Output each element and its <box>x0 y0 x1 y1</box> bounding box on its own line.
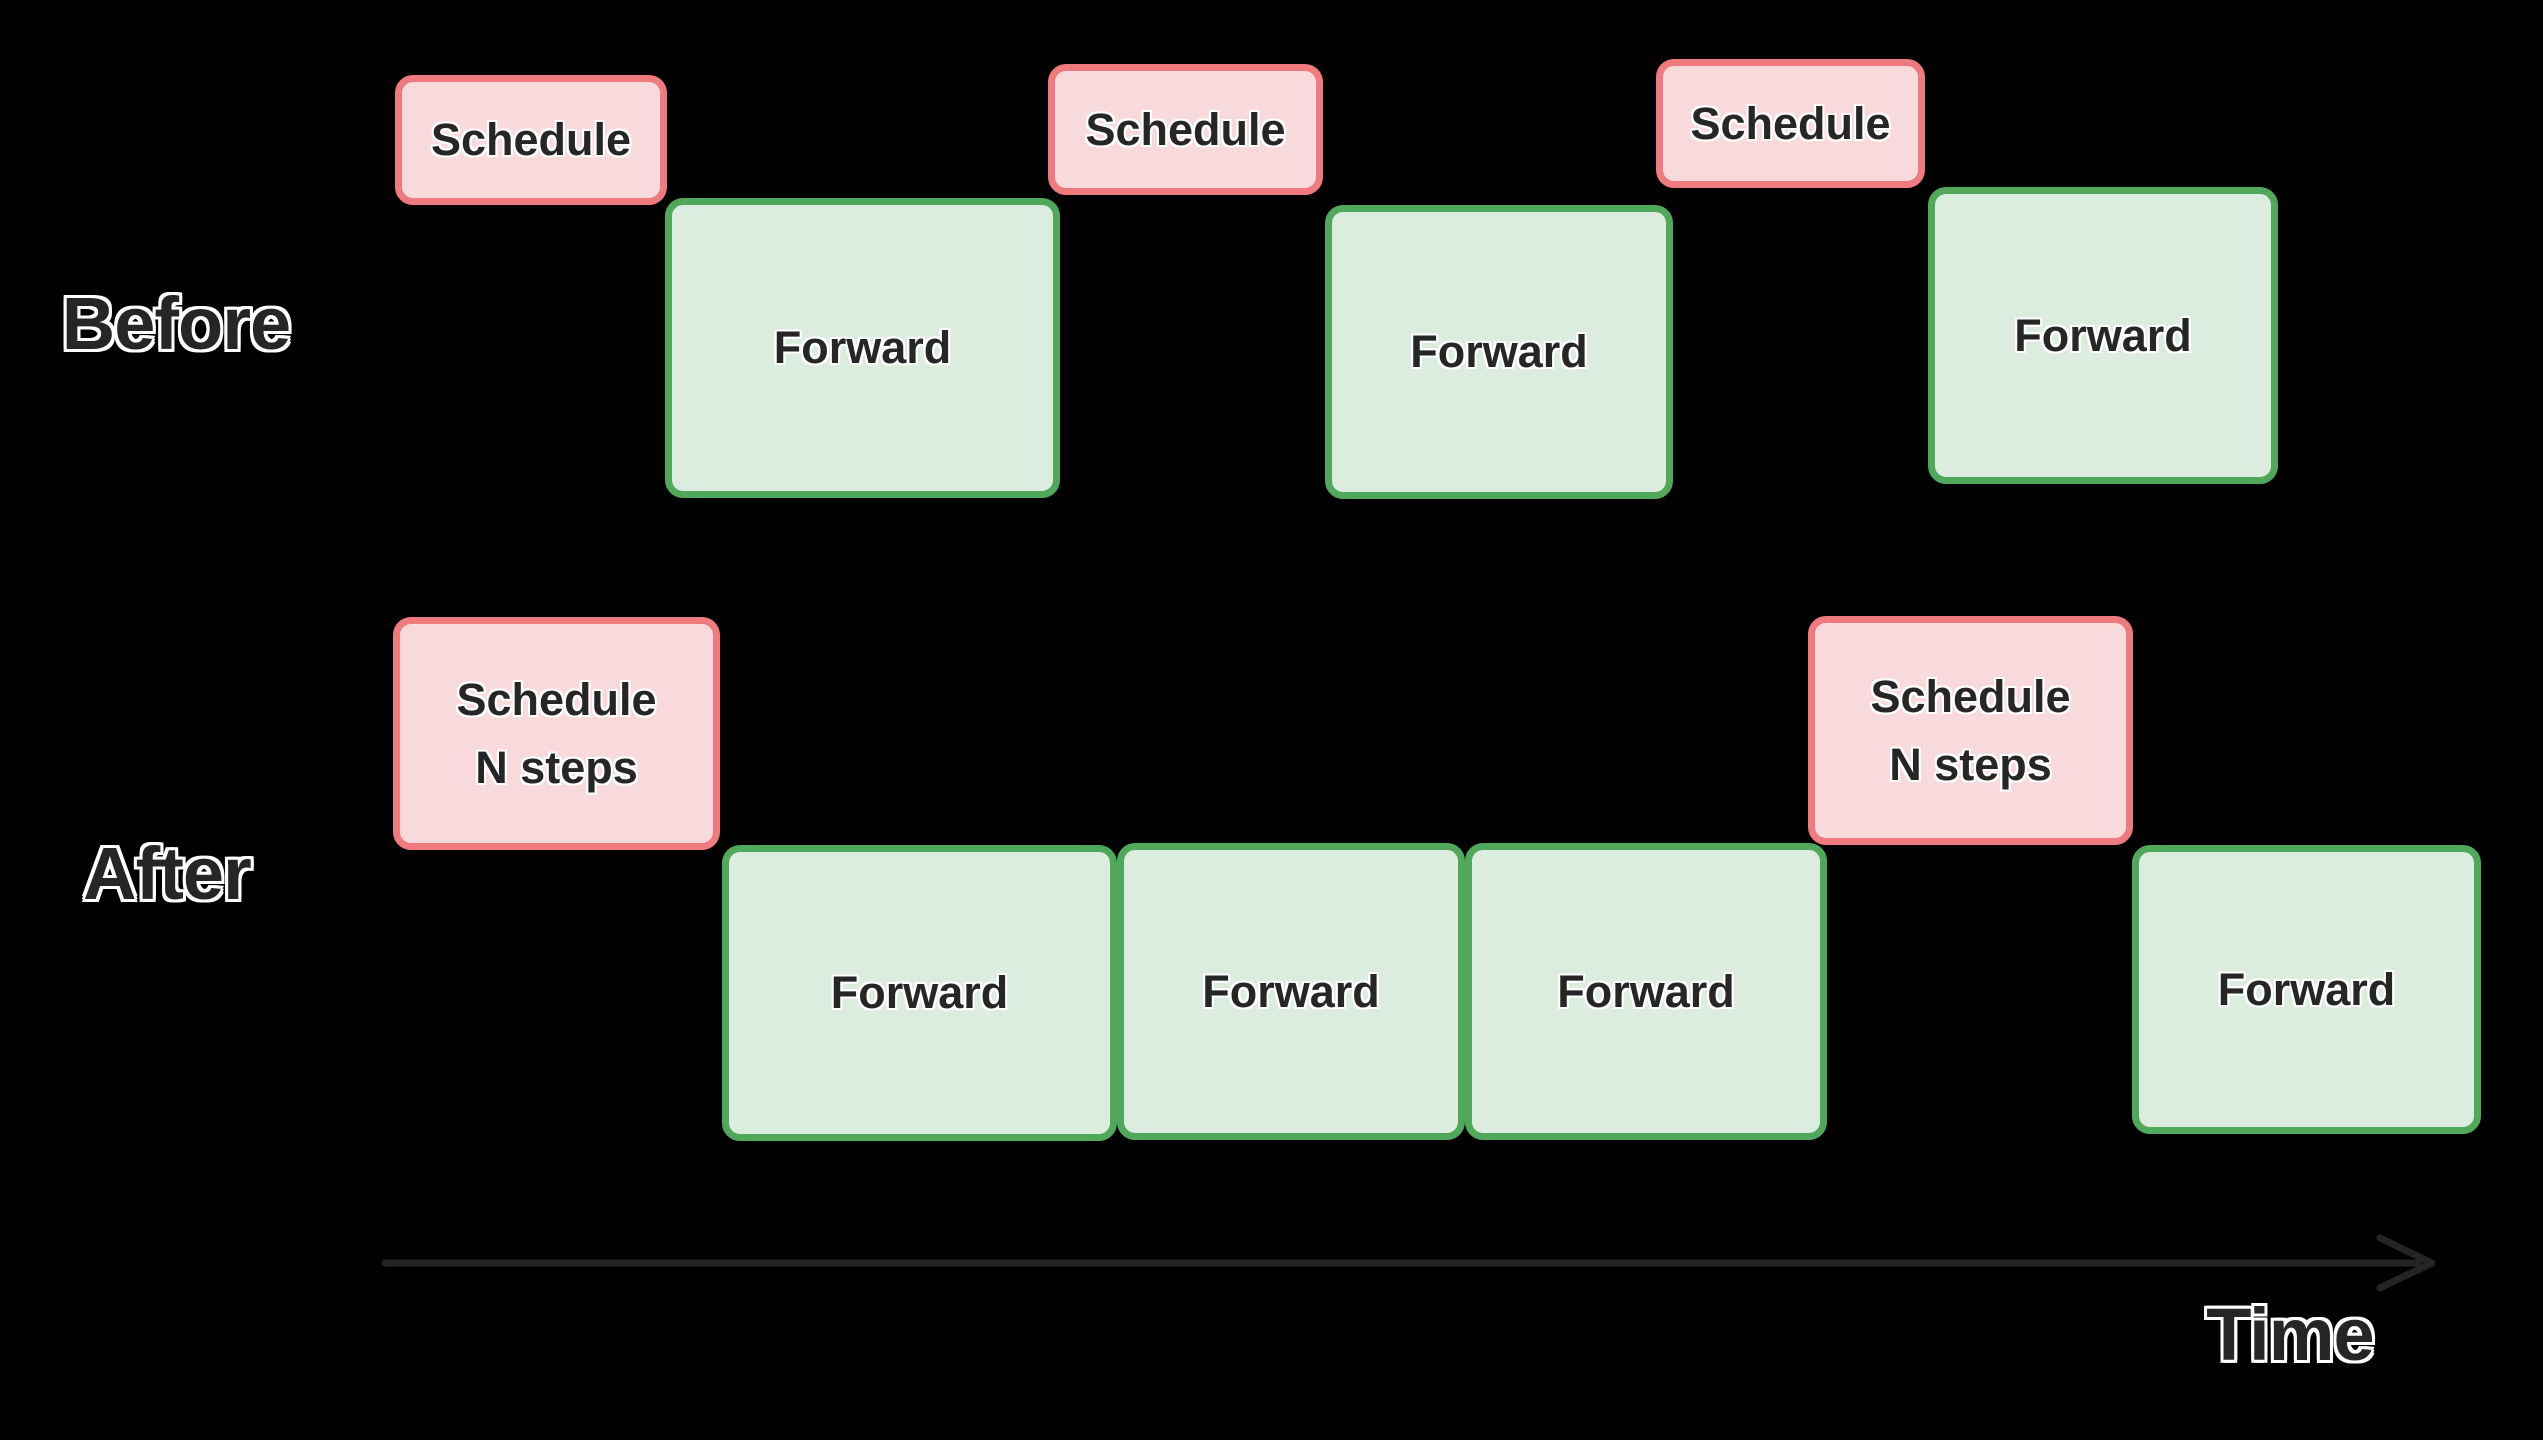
forward-box: Forward <box>722 845 1117 1141</box>
row-label-after: After <box>83 832 252 915</box>
forward-box: Forward <box>1465 843 1827 1140</box>
forward-box: Forward <box>665 198 1060 498</box>
schedule-n-steps-box: Schedule N steps <box>393 617 720 850</box>
forward-box-label: Forward <box>2217 963 2396 1015</box>
schedule-box: Schedule <box>1048 64 1323 195</box>
schedule-n-steps-box: Schedule N steps <box>1808 616 2133 845</box>
schedule-box-label: Schedule <box>1690 97 1891 149</box>
schedule-box: Schedule <box>395 75 667 205</box>
schedule-box: Schedule <box>1656 59 1925 188</box>
forward-box: Forward <box>1117 843 1465 1140</box>
time-axis-label: Time <box>2206 1293 2374 1376</box>
schedule-box-label: Schedule <box>1085 103 1286 155</box>
forward-box-label: Forward <box>830 967 1009 1019</box>
schedule-box-label: Schedule N steps <box>456 674 657 793</box>
forward-box: Forward <box>2132 845 2481 1134</box>
schedule-box-label: Schedule <box>430 114 632 166</box>
forward-box-label: Forward <box>1557 965 1735 1017</box>
forward-box-label: Forward <box>773 322 952 374</box>
forward-box: Forward <box>1928 187 2278 484</box>
forward-box-label: Forward <box>2014 309 2192 361</box>
forward-box-label: Forward <box>1202 965 1380 1017</box>
time-axis-arrow <box>381 1234 2436 1292</box>
forward-box: Forward <box>1325 205 1673 499</box>
forward-box-label: Forward <box>1410 326 1588 378</box>
row-label-before: Before <box>61 282 291 365</box>
schedule-box-label: Schedule N steps <box>1870 671 2071 790</box>
